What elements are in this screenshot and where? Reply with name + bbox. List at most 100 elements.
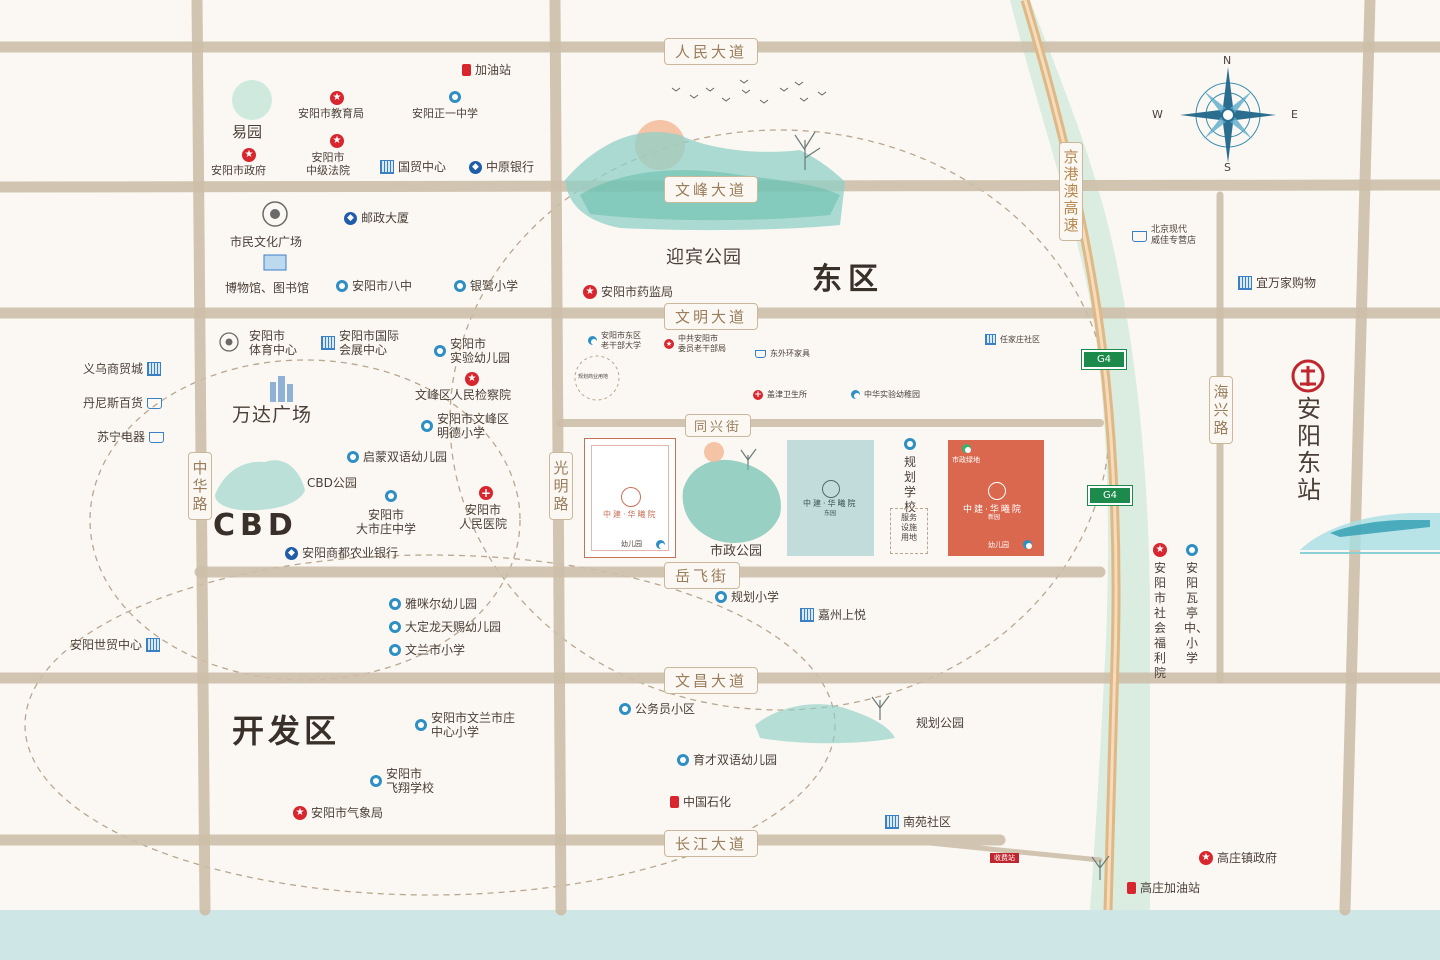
poi-weather[interactable]: ★安阳市气象局 xyxy=(293,806,383,821)
school-icon xyxy=(347,451,359,464)
cart-icon xyxy=(149,431,165,443)
building-icon xyxy=(380,160,394,175)
landmark-wanda: 万达广场 xyxy=(232,404,313,426)
poi-dongqu-cadre[interactable]: 安阳市东区 老干部大学 xyxy=(588,331,641,350)
poi-yiwu[interactable]: 义乌商贸城 xyxy=(83,362,162,377)
star-icon: ★ xyxy=(1153,543,1167,557)
poi-wenlan-center[interactable]: 安阳市文兰市庄 中心小学 xyxy=(415,711,515,740)
poi-beijing-hyundai[interactable]: 北京现代 威佳专营店 xyxy=(1132,225,1196,247)
landmark-station: 安阳东站 xyxy=(1297,395,1321,504)
poi-guihua-school[interactable]: 规划小学 xyxy=(715,590,779,604)
poi-nanyuan[interactable]: 南苑社区 xyxy=(885,815,951,830)
hospital-icon: + xyxy=(753,390,763,400)
poi-city-gov-label: 安阳市政府 xyxy=(211,164,266,177)
poi-no8-school[interactable]: 安阳市八中 xyxy=(336,279,412,293)
poi-drug-bureau[interactable]: ★安阳市药监局 xyxy=(583,285,673,300)
road-label-zhonghua: 中华路 xyxy=(188,452,212,520)
poi-zhengyi-label: 安阳正一中学 xyxy=(412,107,478,120)
star-icon: ★ xyxy=(465,372,479,386)
poi-yucai[interactable]: 育才双语幼儿园 xyxy=(677,753,777,767)
poi-sinopec[interactable]: 中国石化 xyxy=(670,795,731,809)
star-icon: ★ xyxy=(330,91,344,105)
poi-mingde[interactable]: 安阳市文峰区 明德小学 xyxy=(421,412,509,441)
school-icon xyxy=(370,775,382,788)
poi-world-trade[interactable]: 安阳世贸中心 xyxy=(70,638,161,653)
star-icon: ★ xyxy=(293,806,307,821)
school-icon xyxy=(588,336,597,346)
poi-dading[interactable]: 大定龙天赐幼儿园 xyxy=(389,620,501,634)
yiyuan-circle xyxy=(232,80,272,120)
school-icon xyxy=(336,280,348,293)
poi-suning[interactable]: 苏宁电器 xyxy=(97,430,165,444)
road-label-expressway: 京港澳高速 xyxy=(1059,142,1083,241)
poi-gas-station[interactable]: 加油站 xyxy=(462,63,511,77)
poi-gaijin[interactable]: +盖津卫生所 xyxy=(753,390,807,400)
project-green-tag: 市政绿地 xyxy=(952,456,980,464)
project-sub-right: 新园 xyxy=(988,514,1001,521)
poi-feixiang[interactable]: 安阳市 飞翔学校 xyxy=(370,767,434,796)
poi-party-cadre[interactable]: ★中共安阳市 委员老干部局 xyxy=(664,334,726,353)
school-icon xyxy=(434,345,446,358)
road-label-renmin: 人民大道 xyxy=(664,38,759,65)
poi-dashizhuang: 安阳市 大市庄中学 xyxy=(356,508,417,537)
poi-qimeng[interactable]: 启蒙双语幼儿园 xyxy=(347,450,447,464)
poi-museum: 博物馆、图书馆 xyxy=(225,281,310,295)
poi-wenlan-primary[interactable]: 文兰市小学 xyxy=(389,643,465,657)
poi-gongwuyuan[interactable]: 公务员小区 xyxy=(619,702,695,716)
poi-guomao[interactable]: 国贸中心 xyxy=(380,160,446,175)
compass-rose xyxy=(1180,67,1276,163)
poi-zhongyuan-bank[interactable]: ◆中原银行 xyxy=(469,160,534,174)
school-icon xyxy=(454,280,466,293)
landmark-municipal-park: 市政公园 xyxy=(710,544,763,559)
poi-post[interactable]: ◆邮政大厦 xyxy=(344,211,409,225)
star-icon: ★ xyxy=(583,285,597,300)
project-card-mid[interactable]: 中建·华曦院 东园 xyxy=(787,440,874,556)
building-icon xyxy=(885,815,899,830)
road-label-wenming: 文明大道 xyxy=(664,303,759,330)
school-icon xyxy=(389,598,401,611)
school-icon xyxy=(904,438,916,450)
poi-agri-bank[interactable]: ◆安阳商都农业银行 xyxy=(285,546,398,560)
poi-welfare: 安阳市社会福利院 xyxy=(1153,561,1166,680)
star-icon: ★ xyxy=(1199,851,1213,866)
landmark-yiyuan: 易园 xyxy=(232,123,263,141)
landmark-yingbin: 迎宾公园 xyxy=(666,247,742,268)
road-label-yuefei: 岳飞街 xyxy=(664,562,741,589)
wanda-building xyxy=(270,376,293,402)
compass-w: W xyxy=(1152,108,1163,121)
service-land: 服务 设施 用地 xyxy=(890,508,928,554)
poi-peoples-hospital: 安阳市 人民医院 xyxy=(459,503,508,532)
poi-yamier[interactable]: 雅咪尔幼儿园 xyxy=(389,597,477,611)
bottom-water xyxy=(0,910,1440,960)
building-icon xyxy=(800,608,814,623)
poi-sports-center: 安阳市 体育中心 xyxy=(249,329,298,358)
project-card-right[interactable]: 市政绿地 中建·华曦院 新园 幼儿园 xyxy=(948,440,1044,556)
poi-expo-center[interactable]: 安阳市国际 会展中心 xyxy=(321,329,399,358)
road-label-tongxing: 同兴街 xyxy=(685,414,752,437)
poi-yinlu-school[interactable]: 银鹭小学 xyxy=(454,279,518,293)
poi-gaozhuang-gas[interactable]: 高庄加油站 xyxy=(1127,881,1200,895)
project-kinder-right: 幼儿园 xyxy=(988,541,1009,549)
poi-yiwanjia[interactable]: 宜万家购物 xyxy=(1238,276,1316,291)
road-label-changjiang: 长江大道 xyxy=(664,830,759,857)
poi-dennis[interactable]: 丹尼斯百货 xyxy=(83,396,163,410)
poi-jiazhou[interactable]: 嘉州上悦 xyxy=(800,608,866,623)
poi-guihua-park: 规划公园 xyxy=(916,716,965,730)
poi-exp-kinder[interactable]: 安阳市 实验幼儿园 xyxy=(434,337,510,366)
poi-gaozhuang-gov[interactable]: ★高庄镇政府 xyxy=(1199,851,1277,866)
cbd-park-wash xyxy=(215,460,305,511)
road-label-haixing: 海兴路 xyxy=(1209,376,1233,444)
hospital-icon: + xyxy=(479,486,493,500)
project-brand-right: 中建·华曦院 xyxy=(963,505,1023,515)
school-icon xyxy=(389,644,401,657)
poi-renjiazhuang[interactable]: 任家庄社区 xyxy=(985,334,1040,345)
project-card-left[interactable]: 中建·华曦院 幼儿园 xyxy=(584,438,676,558)
poi-zhongshi-kinder[interactable]: 中华实验幼稚园 xyxy=(851,390,920,400)
poi-court-label: 安阳市 中级法院 xyxy=(306,151,350,178)
bank-icon: ◆ xyxy=(285,546,298,560)
school-icon xyxy=(1023,540,1032,549)
poi-dongwaihuan[interactable]: 东外环家具 xyxy=(755,349,810,359)
school-icon xyxy=(677,754,689,767)
